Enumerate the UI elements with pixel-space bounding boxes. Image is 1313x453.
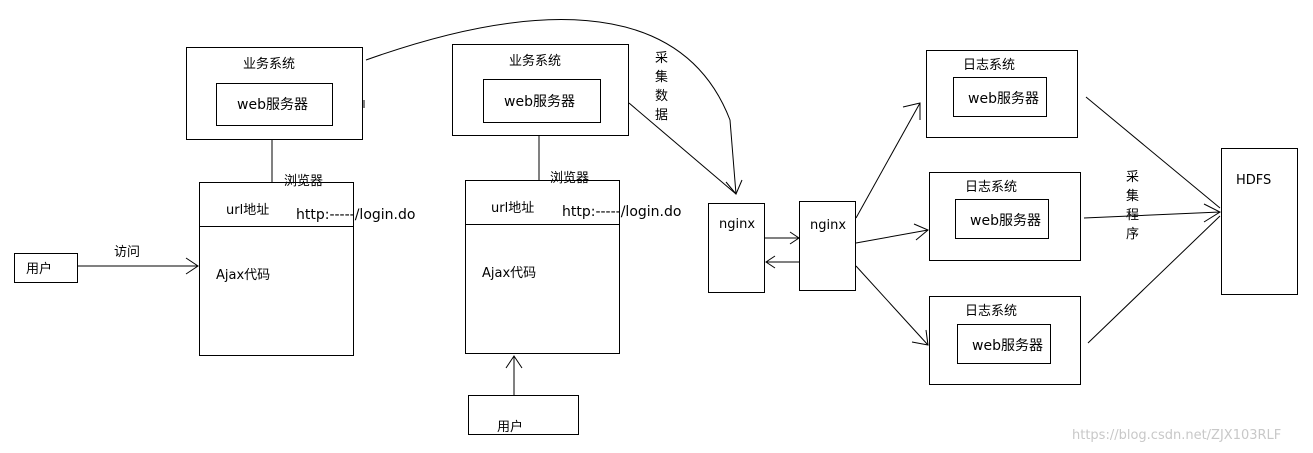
nginx-right: nginx [799,201,856,291]
log-system-title: 日志系统 [963,58,1016,73]
url-label: url地址 [491,201,535,216]
collect-program-label: 采 集 程 序 [1126,170,1140,242]
nginx-back-arrowhead [765,255,776,269]
nginx-label: nginx [719,217,756,232]
access-label: 访问 [114,245,141,260]
nginx-log3-arrowhead [911,329,929,346]
nginx-log2-arrow [855,229,929,244]
web-server-box: web服务器 [483,79,601,123]
nginx-log1-arrowhead [902,102,921,120]
business-system-mid: 业务系统 web服务器 [452,44,629,136]
ajax-label: Ajax代码 [482,266,537,281]
web-server-label: web服务器 [968,91,1039,107]
watermark-text: https://blog.csdn.net/ZJX103RLF [1072,428,1282,443]
user-left: 用户 [14,253,78,283]
log-system-title: 日志系统 [965,180,1018,195]
nginx-label: nginx [810,218,847,233]
web-server-label: web服务器 [504,94,575,110]
url-divider [466,224,619,225]
business-system-title: 业务系统 [509,54,562,69]
web-server-label: web服务器 [970,213,1041,229]
collect-line [628,102,737,195]
url-value: http:-----/login.do [296,207,416,223]
ajax-label: Ajax代码 [216,268,271,283]
business-system-title: 业务系统 [243,57,296,72]
nginx-log3-arrow [855,265,929,346]
log2-hdfs-arrow [1083,211,1221,219]
hdfs-arrowhead [1203,203,1222,223]
access-arrowhead [185,257,199,275]
web-server-box: web服务器 [216,83,333,126]
browser-title: 浏览器 [550,171,590,186]
web-server-label: web服务器 [237,97,308,113]
web-server-label: web服务器 [972,338,1043,354]
nginx-left: nginx [708,203,765,293]
url-label: url地址 [226,203,270,218]
business-system-left: 业务系统 web服务器 [186,47,363,140]
url-divider [200,226,353,227]
nginx-log2-arrowhead [913,223,929,241]
hdfs-label: HDFS [1236,173,1272,188]
user-up-arrowhead [505,355,523,369]
log-system-3: 日志系统 web服务器 [929,296,1081,385]
collect-data-label: 采 集 数 据 [655,51,669,123]
hdfs-box: HDFS [1221,148,1298,295]
url-value: http:-----/login.do [562,204,682,220]
log-system-1: 日志系统 web服务器 [926,50,1078,138]
log-system-2: 日志系统 web服务器 [929,172,1081,261]
log1-hdfs-arrow [1085,96,1221,209]
log3-hdfs-arrow [1087,215,1221,344]
browser-mid: url地址 Ajax代码 [465,180,620,354]
web-server-box: web服务器 [953,77,1047,117]
web-server-box: web服务器 [957,324,1051,364]
nginx-log1-arrow [855,102,921,219]
browser-title: 浏览器 [284,174,324,189]
collect-curve [365,19,737,195]
user-label: 用户 [497,420,524,435]
user-bottom: 用户 [468,395,579,435]
web-server-box: web服务器 [955,199,1049,239]
user-label: 用户 [26,262,53,277]
browser-left: url地址 Ajax代码 [199,182,354,356]
log-system-title: 日志系统 [965,304,1018,319]
